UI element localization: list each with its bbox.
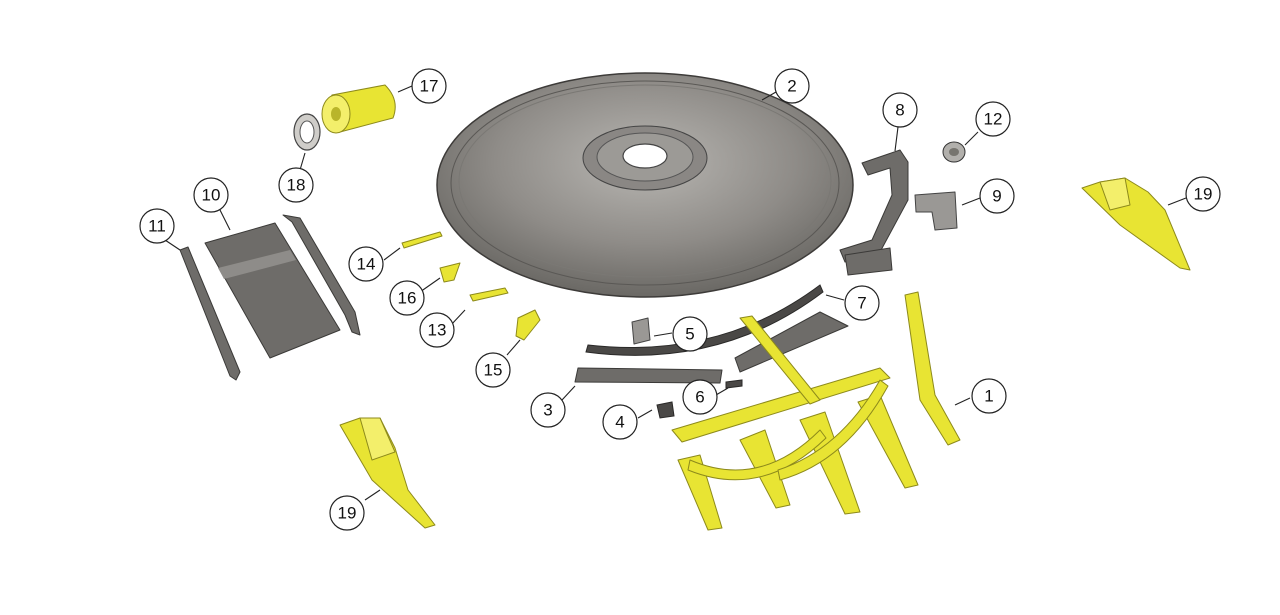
callout-19-left: 19 bbox=[329, 495, 365, 531]
part-5-clip bbox=[631, 317, 651, 345]
part-4-piece bbox=[656, 401, 675, 419]
callout-label: 5 bbox=[685, 325, 694, 344]
callout-label: 4 bbox=[615, 413, 624, 432]
callout-label: 11 bbox=[148, 217, 166, 236]
part-13-bar bbox=[469, 287, 509, 302]
part-10-plate bbox=[204, 222, 341, 359]
part-19-cone-right bbox=[1081, 177, 1191, 271]
callout-label: 10 bbox=[202, 186, 221, 205]
callout-13: 13 bbox=[419, 312, 455, 348]
callout-10: 10 bbox=[193, 177, 229, 213]
callout-8: 8 bbox=[882, 92, 918, 128]
part-18-bearing bbox=[293, 113, 321, 151]
callout-19-right: 19 bbox=[1185, 176, 1221, 212]
part-16-clip bbox=[439, 262, 461, 283]
part-8-arm bbox=[839, 149, 909, 276]
callout-label: 15 bbox=[484, 361, 503, 380]
part-1-frame bbox=[671, 291, 961, 531]
callout-9: 9 bbox=[979, 178, 1015, 214]
callout-label: 16 bbox=[398, 289, 417, 308]
callout-label: 9 bbox=[992, 187, 1001, 206]
callout-label: 17 bbox=[420, 77, 439, 96]
callout-18: 18 bbox=[278, 167, 314, 203]
callout-2: 2 bbox=[774, 68, 810, 104]
callout-label: 6 bbox=[695, 388, 704, 407]
part-14-pin bbox=[401, 231, 443, 249]
callout-15: 15 bbox=[475, 352, 511, 388]
callout-label: 7 bbox=[857, 294, 866, 313]
callout-label: 1 bbox=[984, 387, 993, 406]
part-3-knife bbox=[574, 367, 723, 384]
part-9-plate bbox=[914, 191, 958, 231]
part-2-disc bbox=[436, 72, 854, 298]
part-6-piece bbox=[725, 379, 743, 389]
callout-3: 3 bbox=[530, 392, 566, 428]
callout-6: 6 bbox=[682, 379, 718, 415]
part-7-blade-segment bbox=[585, 284, 849, 373]
callout-label: 8 bbox=[895, 101, 904, 120]
part-17-cylinder bbox=[321, 84, 396, 134]
callout-label: 14 bbox=[357, 255, 376, 274]
part-15-plate bbox=[515, 309, 541, 341]
callout-label: 19 bbox=[1194, 185, 1213, 204]
leader-lines bbox=[164, 85, 1187, 501]
callout-label: 18 bbox=[287, 176, 306, 195]
callout-label: 12 bbox=[984, 110, 1003, 129]
callout-17: 17 bbox=[411, 68, 447, 104]
callout-label: 3 bbox=[543, 401, 552, 420]
callout-14: 14 bbox=[348, 246, 384, 282]
part-19-cone-left bbox=[339, 417, 436, 529]
callout-label: 2 bbox=[787, 77, 796, 96]
part-11-bracket bbox=[179, 214, 361, 381]
part-12-nut bbox=[942, 141, 966, 163]
callout-16: 16 bbox=[389, 280, 425, 316]
callout-label: 13 bbox=[428, 321, 447, 340]
callout-label: 19 bbox=[338, 504, 357, 523]
callout-4: 4 bbox=[602, 404, 638, 440]
callout-1: 1 bbox=[971, 378, 1007, 414]
callout-12: 12 bbox=[975, 101, 1011, 137]
callout-7: 7 bbox=[844, 285, 880, 321]
callout-11: 11 bbox=[139, 208, 175, 244]
callout-5: 5 bbox=[672, 316, 708, 352]
